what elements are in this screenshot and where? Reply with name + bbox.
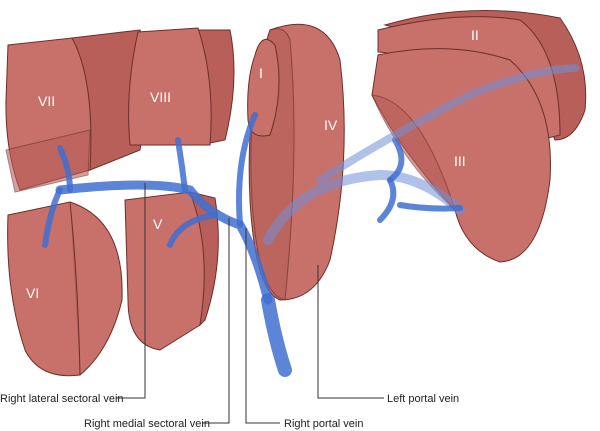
portal-vein-tree [42, 64, 579, 377]
label-left-portal-vein: Left portal vein [387, 393, 459, 405]
leader-left-portal [317, 265, 384, 399]
segment-vi [7, 201, 123, 377]
segment-label-iii: III [454, 153, 466, 169]
segment-label-iv: IV [324, 117, 338, 133]
segment-viii [128, 27, 235, 146]
segment-label-viii: VIII [150, 89, 171, 105]
label-right-portal-vein: Right portal vein [284, 418, 364, 430]
segment-vii [5, 29, 149, 193]
segment-label-vii: VII [38, 93, 55, 109]
segment-label-v: V [153, 216, 163, 232]
segment-label-ii: II [471, 27, 479, 43]
label-right-medial-sectoral-vein: Right medial sectoral vein [84, 418, 210, 430]
segment-label-vi: VI [26, 285, 39, 301]
label-right-lateral-sectoral-vein: Right lateral sectoral vein [0, 393, 124, 405]
leader-right-lateral [116, 183, 146, 399]
segment-label-i: I [259, 65, 263, 81]
leader-right-medial [202, 218, 230, 424]
leader-right-portal [245, 228, 280, 424]
segment-i [247, 38, 280, 137]
